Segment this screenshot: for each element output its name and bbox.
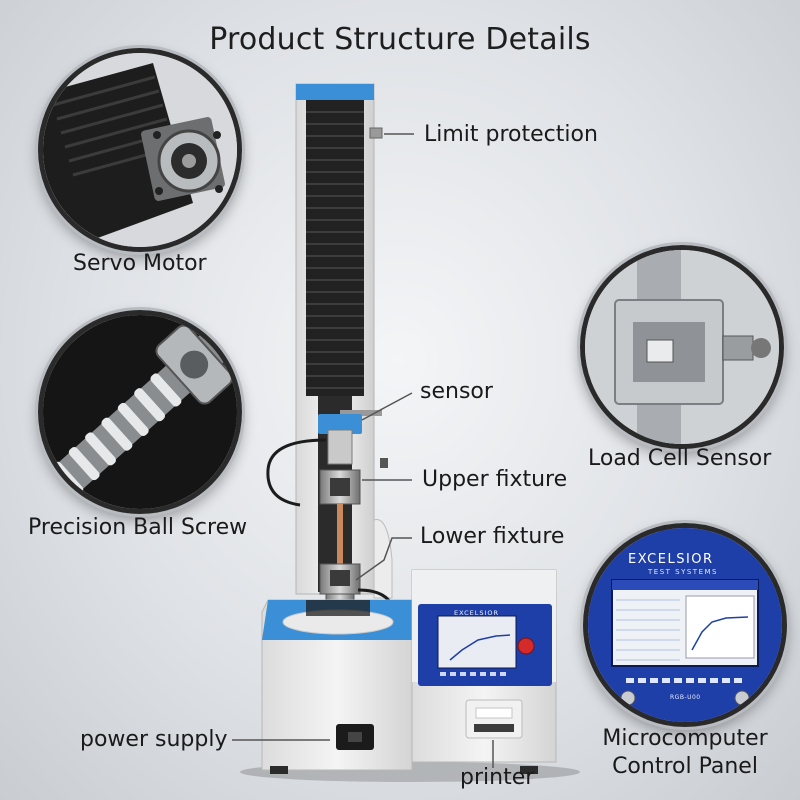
- servo-motor-image: [43, 53, 237, 247]
- sensor-crosshead: [266, 410, 382, 507]
- servo-motor-inset: [38, 48, 242, 252]
- ball-screw-image: [43, 315, 237, 509]
- callout-printer: printer: [460, 765, 535, 790]
- panel-model: RGB-U00: [670, 694, 701, 701]
- upper-fixture: [319, 469, 361, 505]
- machine-brand: EXCELSIOR: [454, 609, 500, 617]
- control-panel-label-line2: Control Panel: [612, 754, 758, 779]
- machine-base: [261, 599, 413, 771]
- panel-brand-sub: TEST SYSTEMS: [648, 568, 718, 576]
- callout-limit-protection: Limit protection: [424, 122, 598, 147]
- lower-fixture: [319, 563, 396, 615]
- servo-motor-label: Servo Motor: [73, 251, 207, 276]
- control-panel-label-line1: Microcomputer: [602, 726, 768, 751]
- ball-screw-label: Precision Ball Screw: [28, 515, 248, 540]
- control-panel-image: [588, 528, 782, 722]
- machine-column: [295, 83, 393, 599]
- load-cell-image: [585, 250, 779, 444]
- callout-sensor: sensor: [420, 379, 493, 404]
- control-panel-inset: EXCELSIOR TEST SYSTEMS RGB-U00: [583, 523, 787, 727]
- controller-box: [411, 569, 557, 763]
- load-cell-label: Load Cell Sensor: [588, 446, 772, 471]
- panel-brand: EXCELSIOR: [628, 552, 714, 567]
- page-title: Product Structure Details: [209, 22, 591, 57]
- ball-screw-inset: [38, 310, 242, 514]
- callout-lower-fixture: Lower fixture: [420, 524, 565, 549]
- callout-power-supply: power supply: [80, 727, 228, 752]
- load-cell-inset: [580, 245, 784, 449]
- callout-upper-fixture: Upper fixture: [422, 467, 568, 492]
